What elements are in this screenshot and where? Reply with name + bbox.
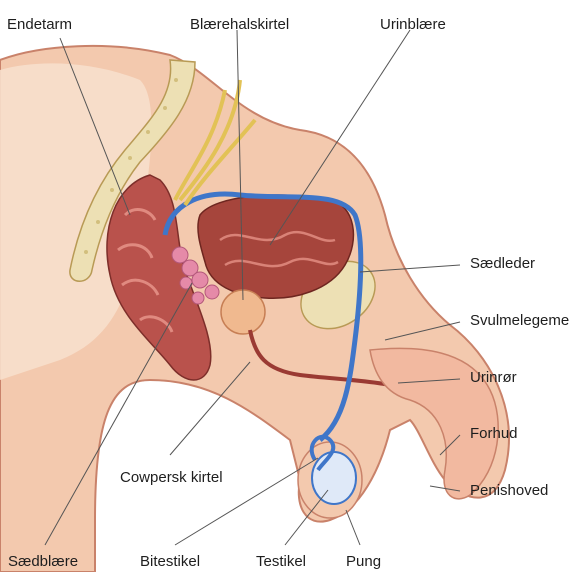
label-endetarm: Endetarm bbox=[7, 16, 72, 34]
label-testikel: Testikel bbox=[256, 553, 306, 571]
label-cowpersk-kirtel: Cowpersk kirtel bbox=[120, 469, 223, 487]
label-blaerehalskirtel: Blærehalskirtel bbox=[190, 16, 289, 34]
label-bitestikel: Bitestikel bbox=[140, 553, 200, 571]
testicle bbox=[312, 452, 356, 504]
label-urinblaere: Urinblære bbox=[380, 16, 446, 34]
label-urinror: Urinrør bbox=[470, 369, 517, 387]
label-forhud: Forhud bbox=[470, 425, 518, 443]
label-saedleder: Sædleder bbox=[470, 255, 535, 273]
label-pung: Pung bbox=[346, 553, 381, 571]
label-svulmelegeme: Svulmelegeme bbox=[470, 312, 569, 330]
label-saedblaere: Sædblære bbox=[8, 553, 78, 571]
label-penishoved: Penishoved bbox=[470, 482, 548, 500]
